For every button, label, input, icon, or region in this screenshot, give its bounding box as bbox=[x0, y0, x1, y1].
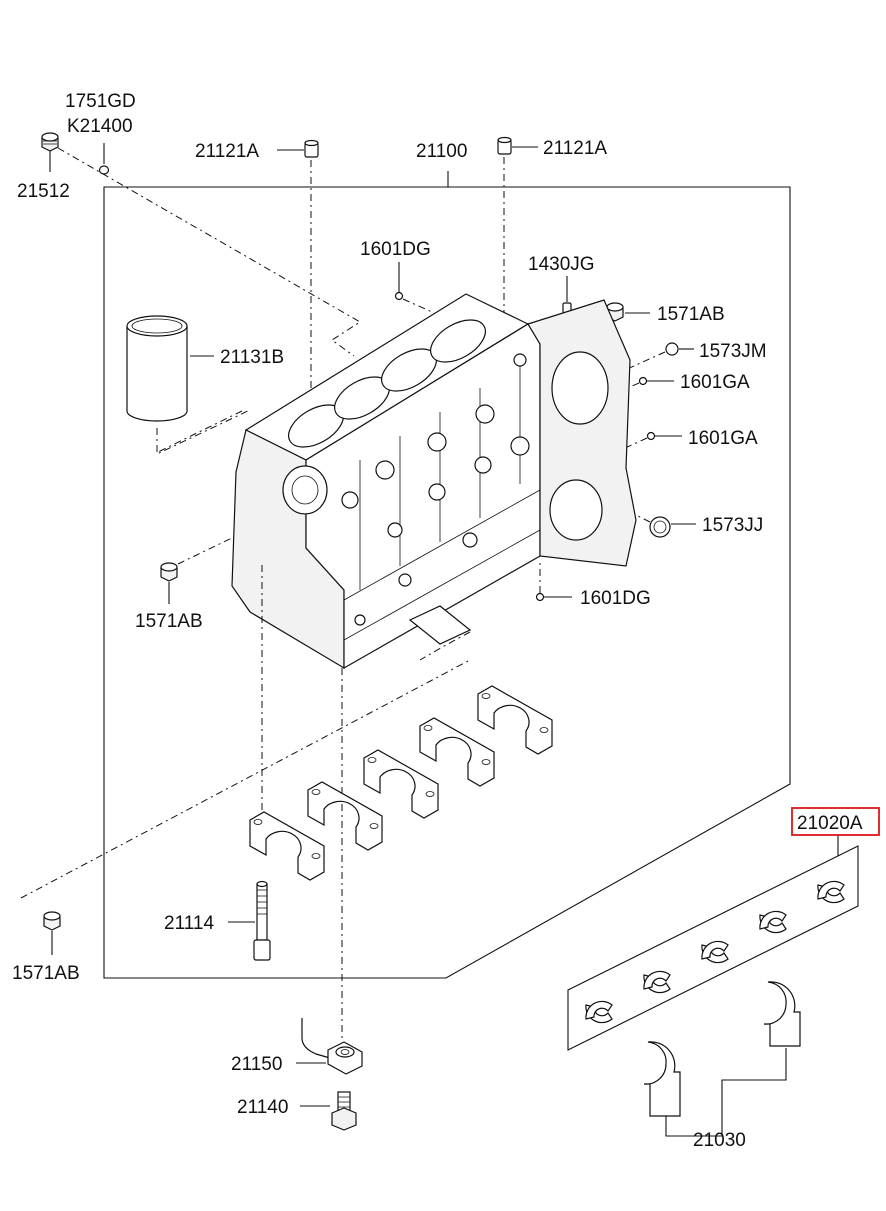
label-1601dg-top: 1601DG bbox=[360, 239, 431, 260]
label-21020a: 21020A bbox=[797, 813, 863, 834]
part-1571ab-plug-left[interactable] bbox=[160, 562, 178, 582]
part-k21400-ring[interactable] bbox=[98, 165, 110, 175]
label-1571ab-right: 1571AB bbox=[657, 304, 725, 325]
label-21150: 21150 bbox=[231, 1054, 282, 1075]
part-1601dg-plug-bottom[interactable] bbox=[535, 592, 545, 602]
label-21131b: 21131B bbox=[220, 347, 284, 368]
label-1573jj: 1573JJ bbox=[702, 515, 763, 536]
highlight-box-21020a bbox=[791, 807, 880, 836]
label-k21400: K21400 bbox=[67, 116, 133, 137]
assembly-frame bbox=[103, 171, 791, 979]
label-1601dg-bottom: 1601DG bbox=[580, 588, 651, 609]
label-21114: 21114 bbox=[164, 913, 214, 934]
part-1601dg-plug-top[interactable] bbox=[394, 291, 404, 301]
label-1571ab-left: 1571AB bbox=[135, 611, 203, 632]
part-21100-cylinder-block[interactable] bbox=[231, 293, 637, 670]
part-21150-oil-jet[interactable] bbox=[301, 1018, 363, 1075]
part-21121a-dowel-right[interactable] bbox=[497, 136, 512, 155]
label-1601ga-lower: 1601GA bbox=[688, 428, 758, 449]
part-1601ga-plug-lower[interactable] bbox=[646, 431, 656, 441]
part-21020a-bearing-set[interactable] bbox=[567, 845, 859, 1051]
part-1601ga-plug-upper[interactable] bbox=[638, 376, 648, 386]
part-21114-bearing-cap-bolt[interactable] bbox=[253, 880, 271, 961]
label-21140: 21140 bbox=[237, 1097, 288, 1118]
part-21512-plug[interactable] bbox=[41, 132, 59, 152]
label-1571ab-bottom: 1571AB bbox=[12, 963, 80, 984]
part-21131b-cylinder-liner[interactable] bbox=[126, 315, 188, 422]
label-1430jg: 1430JG bbox=[528, 254, 595, 275]
part-1573jj-seal-cap[interactable] bbox=[649, 516, 671, 538]
label-1601ga-upper: 1601GA bbox=[680, 372, 750, 393]
part-21121a-dowel-left[interactable] bbox=[304, 139, 319, 158]
label-1573jm: 1573JM bbox=[699, 341, 767, 362]
label-21030: 21030 bbox=[693, 1130, 746, 1151]
part-1571ab-plug-bottom[interactable] bbox=[43, 911, 61, 931]
main-bearing-caps[interactable] bbox=[249, 685, 553, 881]
label-21100: 21100 bbox=[416, 141, 467, 162]
label-21121a-left: 21121A bbox=[195, 141, 259, 162]
part-21030-thrust-washers[interactable] bbox=[643, 981, 801, 1117]
part-1573jm-cap[interactable] bbox=[665, 342, 679, 356]
label-21121a-right: 21121A bbox=[543, 138, 607, 159]
label-21512: 21512 bbox=[17, 181, 70, 202]
label-1751gd: 1751GD bbox=[65, 91, 136, 112]
part-21140-oil-jet-bolt[interactable] bbox=[331, 1091, 357, 1131]
